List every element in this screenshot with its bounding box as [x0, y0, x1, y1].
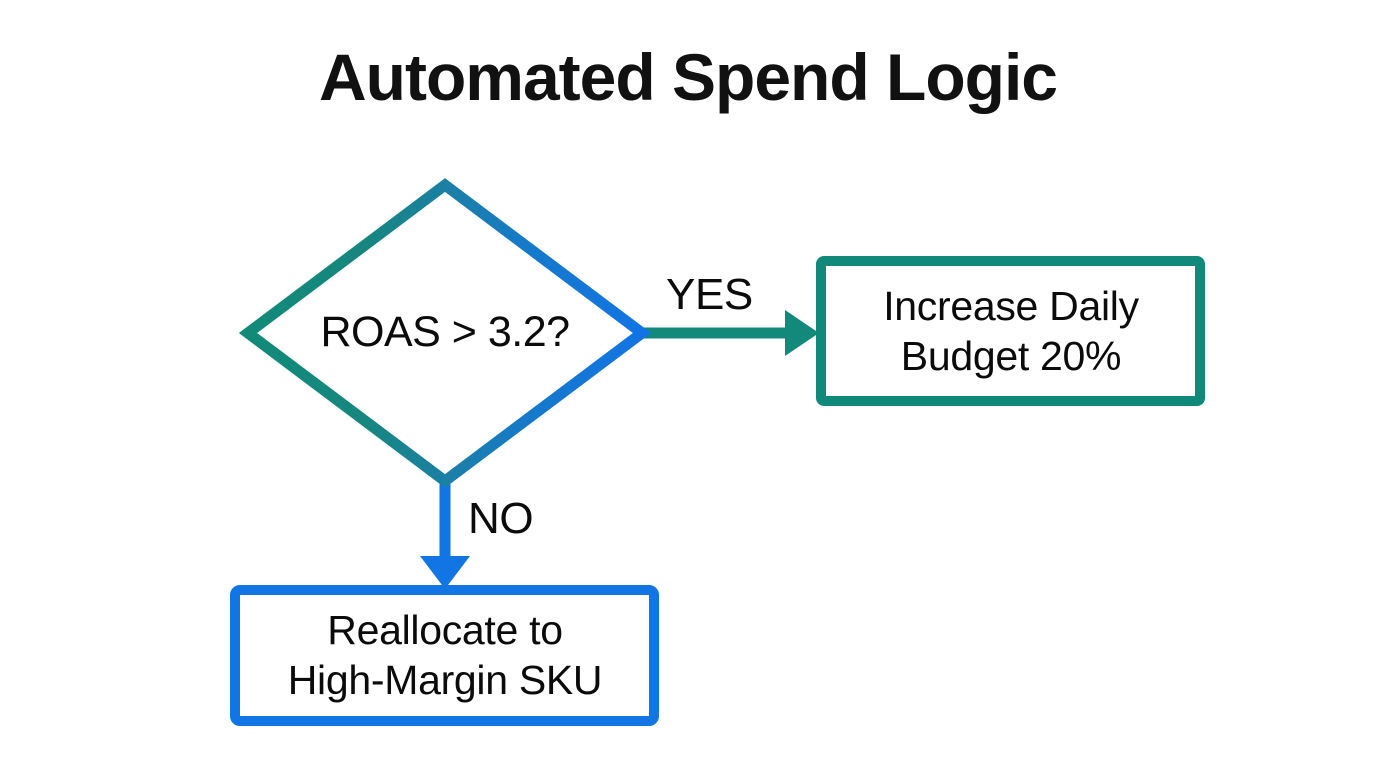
edge-yes-arrow [640, 310, 819, 356]
edge-yes-label: YES [666, 270, 753, 319]
reallocate-label-line2: High-Margin SKU [287, 657, 603, 703]
edge-no-label: NO [468, 494, 534, 543]
increase-budget-label-line1: Increase Daily [883, 282, 1139, 329]
decision-node-label: ROAS > 3.2? [320, 308, 570, 357]
page-title: Automated Spend Logic [319, 40, 1058, 114]
edge-no-arrow [420, 478, 470, 589]
reallocate-node-box[interactable] [230, 585, 659, 726]
decision-node-diamond[interactable] [238, 178, 652, 488]
increase-budget-node-box[interactable] [816, 256, 1205, 406]
reallocate-label-line1: Reallocate to [327, 606, 563, 653]
increase-budget-node-label: Increase Daily Budget 20% [828, 268, 1194, 394]
reallocate-node-label: Reallocate to High-Margin SKU [242, 597, 648, 713]
increase-budget-label-line2: Budget 20% [900, 333, 1122, 379]
